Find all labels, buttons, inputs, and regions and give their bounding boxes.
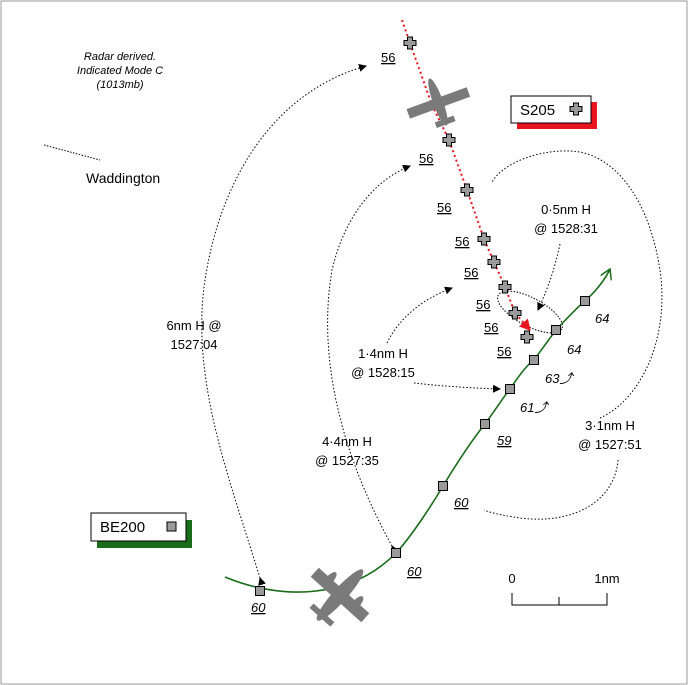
s205-altitude-label: 56 [419, 151, 433, 166]
be200-markers [255, 296, 590, 596]
curve-1-4nm-right [413, 382, 501, 393]
s205-altitude-label: 56 [381, 50, 395, 65]
radar-note-line-3: (1013mb) [96, 79, 143, 91]
s205-altitude-label: 56 [476, 297, 490, 312]
curve-3-1nm-upper [491, 150, 663, 419]
s205-plus-marker [487, 255, 501, 269]
s205-track [401, 19, 531, 331]
radar-note: Radar derived. Indicated Mode C (1013mb) [77, 51, 163, 91]
separation-6nm-line1: 6nm H @ [166, 318, 221, 333]
be200-square-marker [391, 548, 401, 558]
s205-altitude-label: 56 [497, 344, 511, 359]
be200-aircraft-icon [309, 567, 370, 627]
be200-square-marker [529, 355, 539, 365]
separation-1-4nm-line2: @ 1528:15 [351, 365, 415, 380]
s205-plus-icon [569, 102, 583, 116]
s205-callsign: S205 [520, 102, 555, 119]
separation-6nm-line2: 1527:04 [171, 337, 218, 352]
s205-aircraft-icon [406, 78, 471, 128]
s205-plus-marker [403, 36, 417, 50]
be200-altitude-label: 60 [454, 495, 469, 510]
be200-altitude-label: 60 [251, 600, 266, 615]
be200-callsign-box: BE200 [90, 512, 192, 548]
cpa-ellipse [497, 290, 563, 334]
radar-note-line-1: Radar derived. [84, 51, 156, 63]
be200-square-marker [480, 419, 490, 429]
be200-altitude-label: 64 [595, 311, 609, 326]
separation-curves [201, 64, 663, 586]
waddington-label: Waddington [86, 170, 160, 186]
separation-labels: 6nm H @ 1527:04 4·4nm H @ 1527:35 1·4nm … [166, 202, 641, 468]
s205-plus-marker [477, 232, 491, 246]
s205-plus-marker [460, 183, 474, 197]
be200-callsign: BE200 [100, 519, 145, 536]
curve-4-4nm [327, 164, 411, 555]
s205-altitude-labels: 56 56 56 56 56 56 56 56 [381, 50, 511, 359]
radar-note-line-2: Indicated Mode C [77, 65, 163, 77]
be200-altitude-label: 61⤴ [520, 400, 549, 415]
s205-callsign-box: S205 [510, 95, 597, 129]
separation-4-4nm-line1: 4·4nm H [322, 434, 372, 449]
s205-plus-marker [498, 280, 512, 294]
curve-3-1nm-lower [483, 459, 619, 520]
s205-plus-marker [442, 133, 456, 147]
s205-altitude-label: 56 [484, 320, 498, 335]
curve-6nm [201, 64, 367, 586]
be200-square-marker [551, 325, 561, 335]
be200-altitude-labels: 60 60 60 59 61⤴ 63⤴ 64 64 [251, 311, 609, 615]
waddington-leader [43, 144, 101, 161]
be200-altitude-label: 60 [407, 564, 422, 579]
separation-0-5nm-line2: @ 1528:31 [534, 221, 598, 236]
separation-4-4nm-line2: @ 1527:35 [315, 453, 379, 468]
be200-square-marker [580, 296, 590, 306]
be200-track [224, 269, 610, 593]
scale-bar: 0 1nm [508, 571, 620, 606]
s205-plus-marker [520, 330, 534, 344]
s205-altitude-label: 56 [455, 234, 469, 249]
s205-markers [403, 36, 534, 344]
scale-end-label: 1nm [594, 571, 619, 586]
be200-altitude-label: 59 [497, 433, 511, 448]
be200-square-marker [505, 384, 515, 394]
s205-altitude-label: 56 [464, 265, 478, 280]
curve-0-5nm [537, 243, 561, 311]
separation-0-5nm-line1: 0·5nm H [541, 202, 591, 217]
separation-3-1nm-line2: @ 1527:51 [578, 437, 642, 452]
separation-1-4nm-line1: 1·4nm H [358, 346, 408, 361]
s205-plus-marker [508, 306, 522, 320]
s205-altitude-label: 56 [437, 200, 451, 215]
scale-start-label: 0 [508, 571, 515, 586]
separation-3-1nm-line1: 3·1nm H [585, 418, 635, 433]
be200-altitude-label: 63⤴ [545, 371, 574, 386]
be200-square-marker [255, 586, 265, 596]
be200-square-icon [166, 521, 177, 532]
be200-altitude-label: 64 [567, 342, 581, 357]
curve-1-4nm-up [386, 286, 453, 344]
be200-square-marker [438, 481, 448, 491]
